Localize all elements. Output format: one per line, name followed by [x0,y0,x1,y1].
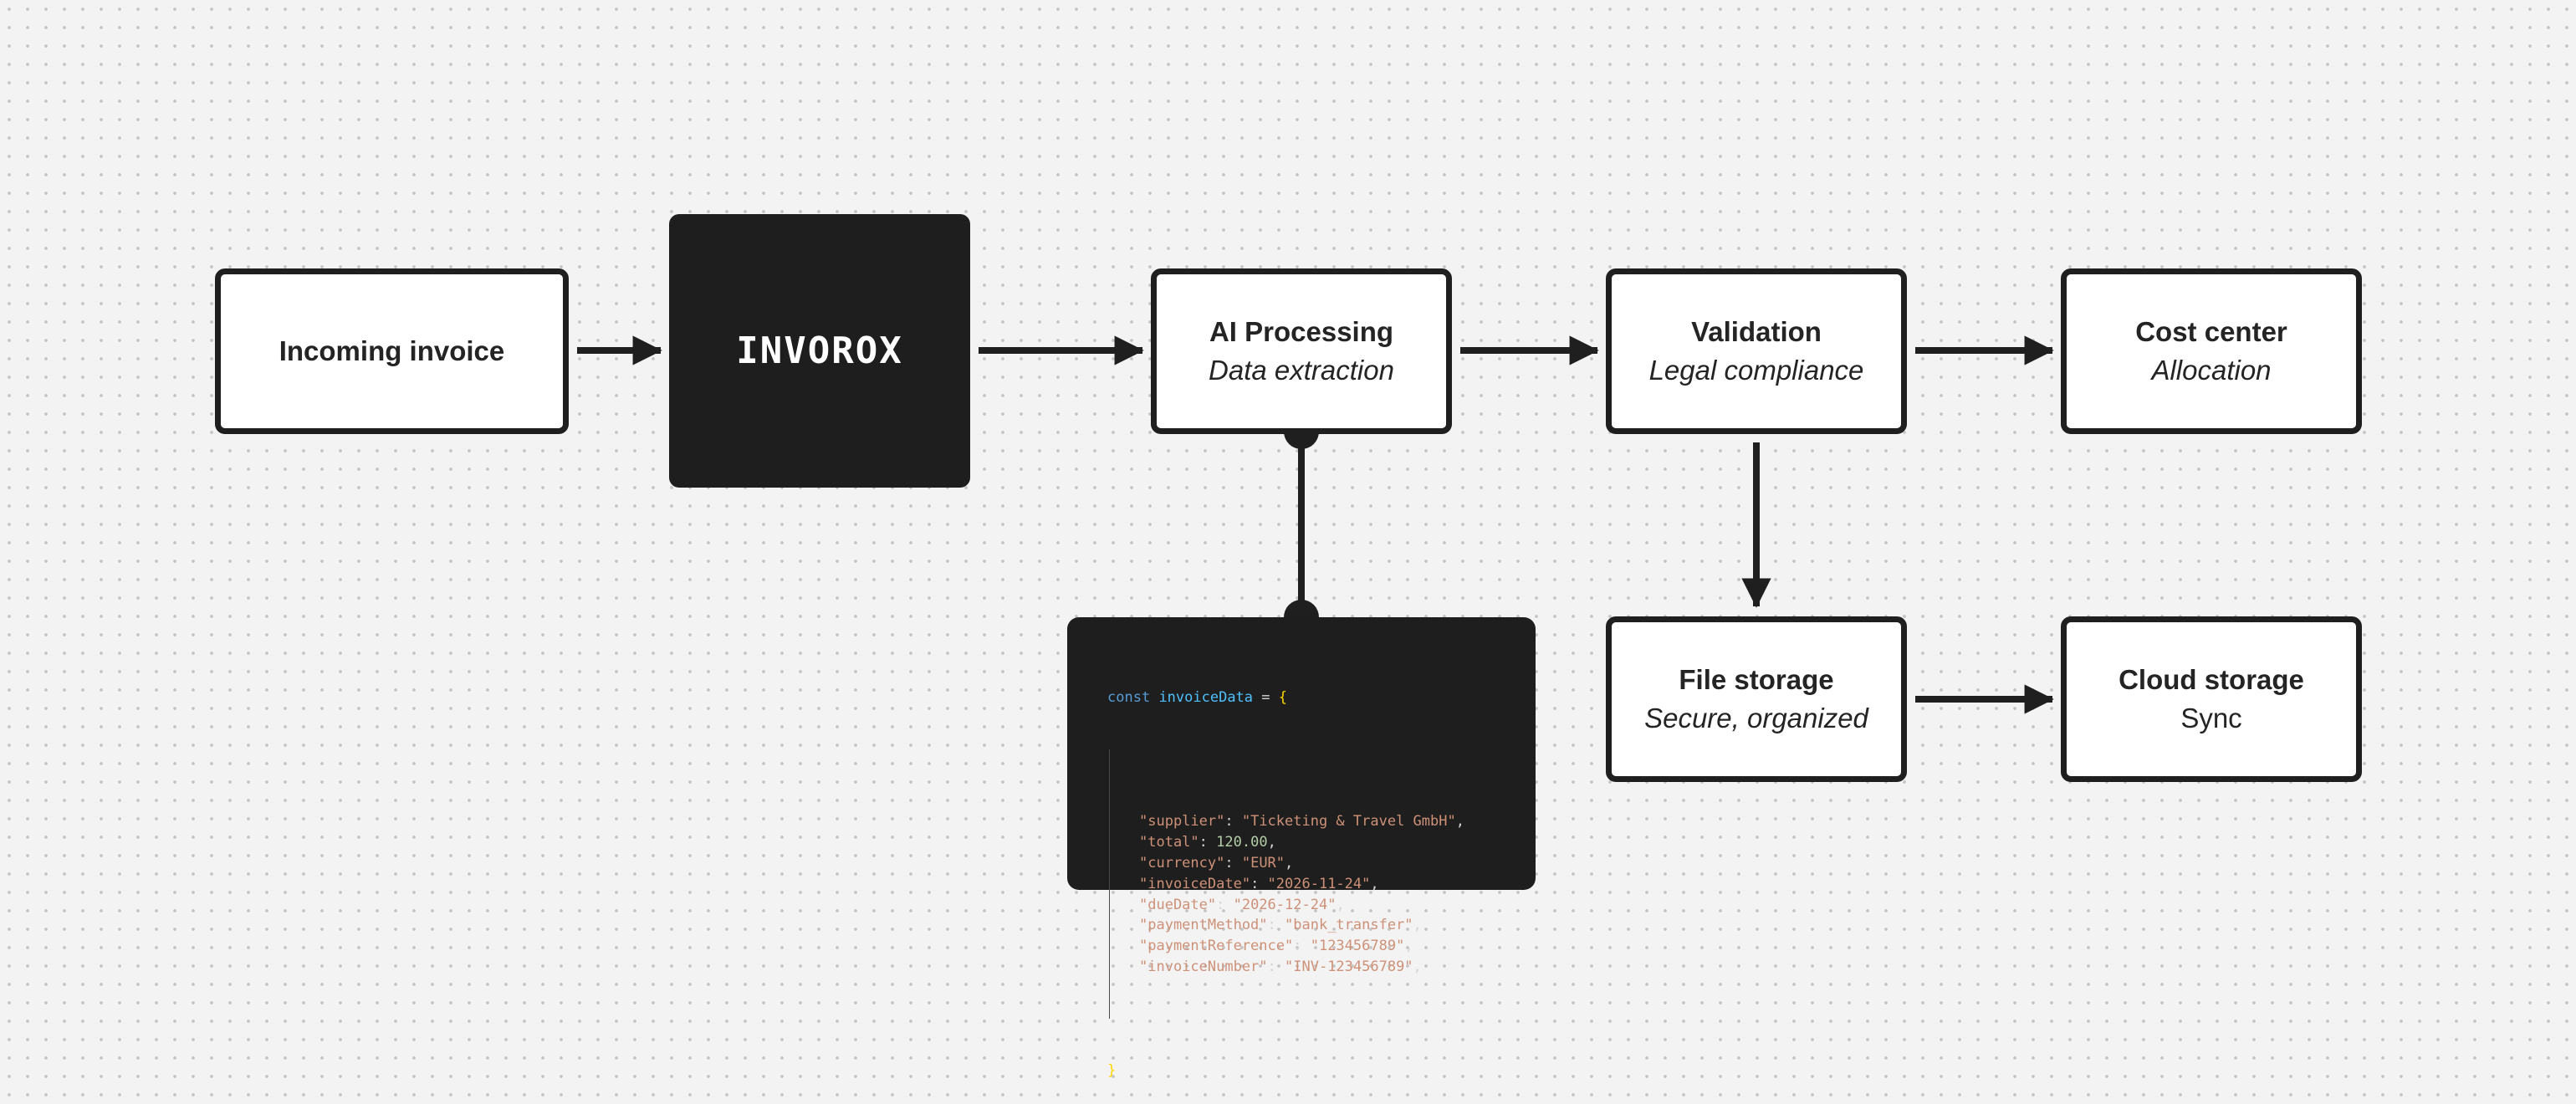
code-key: "currency" [1139,854,1225,871]
code-value: 120.00 [1216,834,1268,851]
code-separator: : [1267,917,1285,934]
code-comma: , [1267,834,1276,851]
code-operator: = [1261,688,1270,706]
code-indent-guide [1109,749,1110,1020]
code-comma: , [1413,917,1422,934]
code-entry: "supplier": "Ticketing & Travel GmbH", [1107,811,1536,832]
code-separator: : [1216,896,1234,913]
node-cost-center[interactable]: Cost center Allocation [2061,268,2362,434]
code-value: "bank_transfer" [1285,917,1413,934]
code-snippet: const invoiceData = { "supplier": "Ticke… [1067,617,1536,1079]
code-value: "INV-123456789" [1285,958,1413,975]
node-subtitle: Sync [2180,703,2242,733]
code-entry: "currency": "EUR", [1107,853,1536,874]
node-cloud-storage[interactable]: Cloud storage Sync [2061,616,2362,782]
node-validation[interactable]: Validation Legal compliance [1606,268,1907,434]
code-variable: invoiceData [1158,688,1254,706]
code-closing-line: } [1107,1061,1536,1081]
node-title: File storage [1679,664,1834,695]
node-invorox[interactable]: INVOROX [669,214,970,488]
code-entry: "dueDate": "2026-12-24", [1107,895,1536,916]
node-subtitle: Allocation [2151,355,2272,386]
code-entry: "invoiceDate": "2026-11-24", [1107,874,1536,895]
code-separator: : [1224,813,1242,831]
code-value: "Ticketing & Travel GmbH" [1241,813,1456,831]
code-open-brace: { [1278,688,1288,706]
code-key: "paymentReference" [1139,938,1294,955]
code-key: "paymentMethod" [1139,917,1268,934]
code-entry: "total": 120.00, [1107,832,1536,853]
code-declaration-line: const invoiceData = { [1107,687,1536,708]
code-key: "invoiceDate" [1139,875,1251,892]
code-comma: , [1413,958,1422,975]
code-comma: , [1404,938,1413,955]
code-key: "invoiceNumber" [1139,958,1268,975]
code-value: "EUR" [1241,854,1285,871]
node-subtitle: Secure, organized [1644,703,1868,733]
node-ai-processing[interactable]: AI Processing Data extraction [1151,268,1452,434]
node-title: AI Processing [1209,316,1394,347]
code-keyword: const [1107,688,1151,706]
code-separator: : [1224,854,1242,871]
code-value: "123456789" [1310,938,1405,955]
code-key: "supplier" [1139,813,1225,831]
code-comma: , [1336,896,1345,913]
node-title: Validation [1691,316,1822,347]
code-entry: "invoiceNumber": "INV-123456789", [1107,957,1536,978]
code-entry: "paymentReference": "123456789", [1107,936,1536,957]
code-key: "dueDate" [1139,896,1217,913]
code-value: "2026-12-24" [1233,896,1337,913]
node-title: Cloud storage [2119,664,2304,695]
node-title: Cost center [2135,316,2287,347]
code-entries: "supplier": "Ticketing & Travel GmbH","t… [1107,811,1536,977]
code-separator: : [1293,938,1311,955]
code-comma: , [1370,875,1379,892]
code-comma: , [1285,854,1294,871]
code-separator: : [1199,834,1217,851]
code-comma: , [1455,813,1464,831]
code-entry: "paymentMethod": "bank_transfer", [1107,915,1536,936]
code-separator: : [1250,875,1268,892]
node-file-storage[interactable]: File storage Secure, organized [1606,616,1907,782]
code-separator: : [1267,958,1285,975]
brand-logo-text: INVOROX [736,330,903,372]
code-key: "total" [1139,834,1199,851]
node-subtitle: Data extraction [1209,355,1394,386]
node-subtitle: Legal compliance [1648,355,1864,386]
code-close-brace: } [1107,1061,1117,1079]
code-value: "2026-11-24" [1267,875,1371,892]
node-incoming-invoice[interactable]: Incoming invoice [215,268,569,434]
node-title: Incoming invoice [279,335,505,366]
code-body: "supplier": "Ticketing & Travel GmbH","t… [1107,749,1536,1020]
